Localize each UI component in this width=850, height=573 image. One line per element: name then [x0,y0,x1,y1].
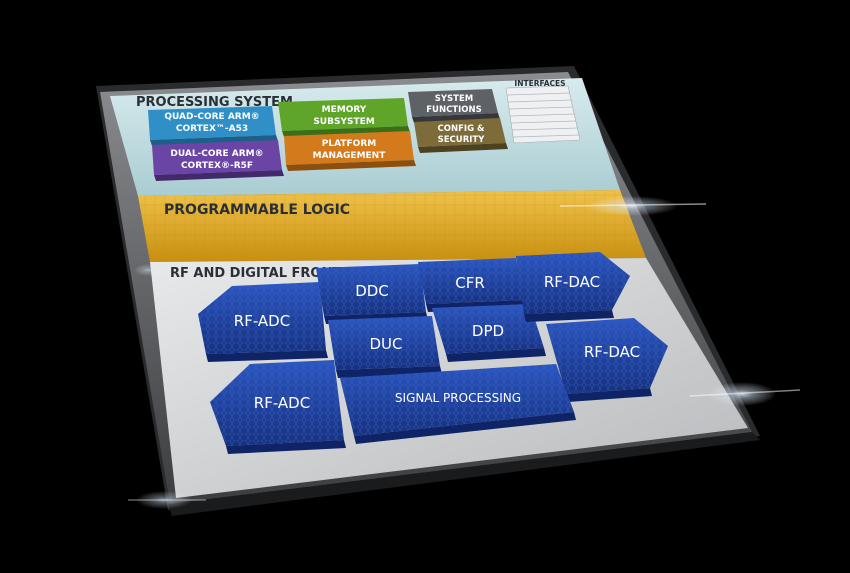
memory-label-line2: SUBSYSTEM [313,117,374,127]
rf-adc-2-block: RF-ADC [210,360,346,454]
r5f-label-line1: DUAL-CORE ARM® [170,149,263,159]
memory-subsystem-block: MEMORY SUBSYSTEM [278,98,410,137]
ddc-label: DDC [355,282,389,300]
interfaces-block: INTERFACES [505,79,581,144]
r5f-label-line2: CORTEX®-R5F [181,161,253,171]
rf-dac-1-block: RF-DAC [516,252,630,322]
config-security-block: CONFIG & SECURITY [414,118,508,153]
ddc-block: DDC [316,264,428,324]
rf-adc-1-block: RF-ADC [198,282,328,362]
rf-dac-2-label: RF-DAC [584,343,640,361]
programmable-logic-panel: PROGRAMMABLE LOGIC [138,190,646,262]
r5f-block: DUAL-CORE ARM® CORTEX®-R5F [152,140,284,181]
platform-label-line2: MANAGEMENT [313,151,387,161]
glow-highlights [128,196,801,509]
processing-system-title: PROCESSING SYSTEM [136,95,293,110]
dpd-label: DPD [472,322,504,340]
signal-processing-block: SIGNAL PROCESSING [340,364,576,444]
a53-label-line1: QUAD-CORE ARM® [164,112,259,122]
processing-system-panel: PROCESSING SYSTEM QUAD-CORE ARM® CORTEX™… [110,78,620,196]
cfr-block: CFR [418,258,526,312]
rf-blocks: RF-ADC RF-ADC DDC DUC CFR [198,252,668,454]
rf-dac-1-label: RF-DAC [544,273,600,291]
rf-dac-2-block: RF-DAC [546,318,668,402]
config-label-line2: SECURITY [438,135,486,145]
duc-label: DUC [369,335,402,353]
platform-label-line1: PLATFORM [322,139,376,149]
platform-management-block: PLATFORM MANAGEMENT [284,131,416,171]
a53-block: QUAD-CORE ARM® CORTEX™-A53 [148,106,278,146]
memory-label-line1: MEMORY [322,105,367,115]
interfaces-label: INTERFACES [514,79,565,88]
rf-adc-1-label: RF-ADC [234,312,290,330]
signal-processing-label: SIGNAL PROCESSING [395,391,521,405]
config-label-line1: CONFIG & [438,124,485,134]
system-functions-label-line1: SYSTEM [435,94,473,104]
system-functions-label-line2: FUNCTIONS [426,105,481,115]
system-functions-block: SYSTEM FUNCTIONS [408,89,500,123]
cfr-label: CFR [455,274,485,292]
rf-adc-2-label: RF-ADC [254,394,310,412]
duc-block: DUC [328,316,442,378]
a53-label-line2: CORTEX™-A53 [176,124,248,134]
dpd-block: DPD [432,304,546,362]
programmable-logic-label: PROGRAMMABLE LOGIC [164,202,350,218]
